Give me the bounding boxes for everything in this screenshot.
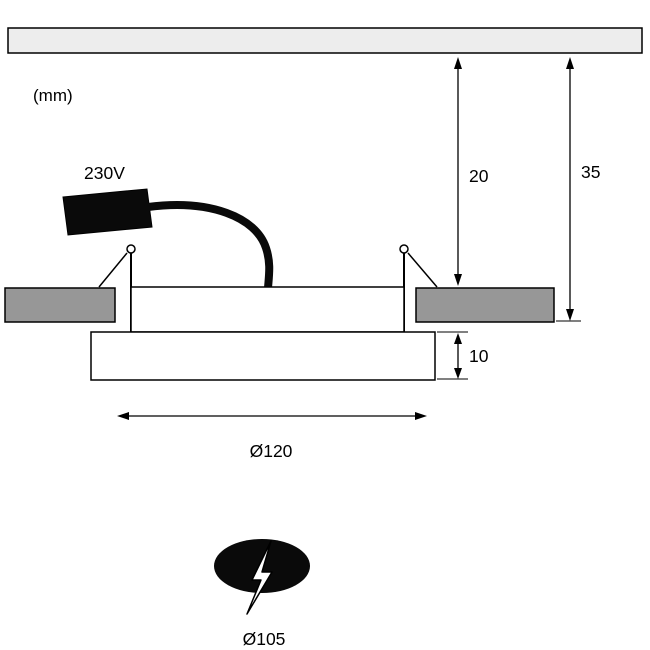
voltage-label: 230V xyxy=(84,163,125,183)
dim-recess-arrow-bottom-icon xyxy=(454,274,462,286)
dim-diameter-arrow-right-icon xyxy=(415,412,427,420)
dim-outer-diameter: Ø120 xyxy=(117,412,427,461)
transformer-box xyxy=(62,188,153,236)
right-flange xyxy=(415,287,555,323)
ceiling-bar xyxy=(7,27,643,54)
dim-trim-arrow-bottom-icon xyxy=(454,368,462,379)
left-clip-pin-icon xyxy=(126,244,136,254)
dim-total-label: 35 xyxy=(581,162,600,182)
right-clip-spring xyxy=(407,252,438,288)
unit-label: (mm) xyxy=(33,86,73,105)
dim-cutout-label: Ø105 xyxy=(243,629,286,649)
lightning-bolt-icon xyxy=(246,540,273,615)
dim-trim-label: 10 xyxy=(469,346,489,366)
dim-recess-depth: 20 xyxy=(454,57,489,286)
lamp-trim xyxy=(90,331,436,381)
dim-total-arrow-top-icon xyxy=(566,57,574,69)
dim-trim-arrow-top-icon xyxy=(454,333,462,344)
dim-recess-label: 20 xyxy=(469,166,489,186)
dim-total-depth: 35 xyxy=(556,57,600,322)
left-clip-spring xyxy=(98,252,128,288)
dim-total-arrow-bottom-icon xyxy=(566,309,574,321)
dim-recess-arrow-top-icon xyxy=(454,57,462,69)
dim-diameter-label: Ø120 xyxy=(250,441,293,461)
right-clip-pin-icon xyxy=(399,244,409,254)
power-cable xyxy=(144,201,274,292)
dim-diameter-arrow-left-icon xyxy=(117,412,129,420)
dim-trim-height: 10 xyxy=(437,331,489,380)
lamp-housing xyxy=(130,286,405,333)
cutout-symbol: Ø105 xyxy=(214,539,310,649)
left-flange xyxy=(4,287,116,323)
